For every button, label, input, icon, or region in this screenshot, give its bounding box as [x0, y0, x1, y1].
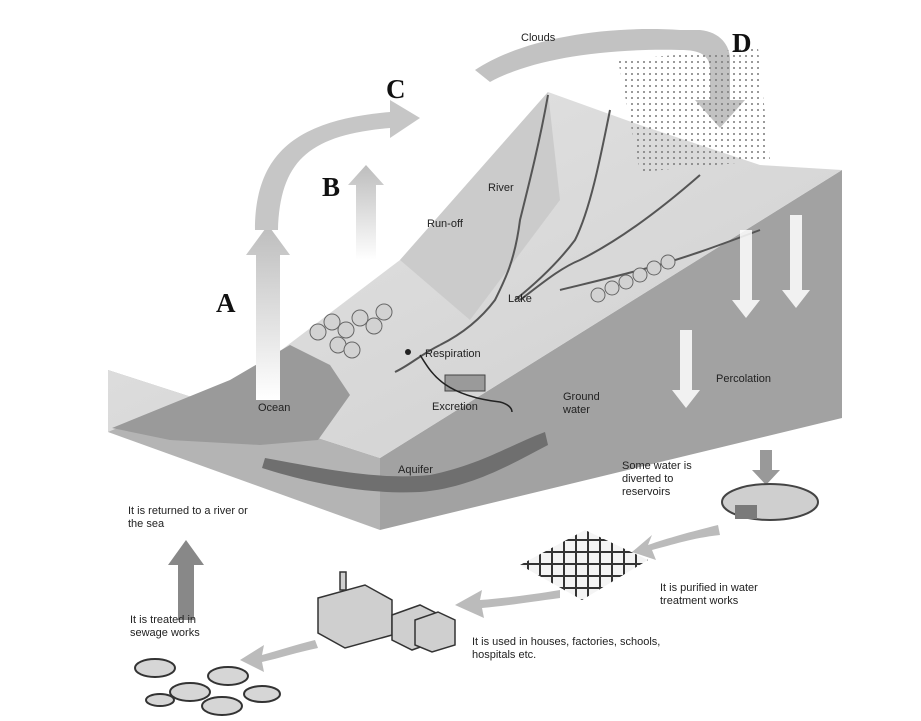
arrow-b [348, 165, 384, 260]
note-used: It is used in houses, factories, schools… [472, 636, 682, 662]
letter-c: C [386, 76, 406, 103]
label-runoff: Run-off [427, 218, 463, 231]
label-ocean: Ocean [258, 402, 290, 415]
arrow-to-treatment [632, 525, 720, 560]
label-ground-water: Ground water [563, 391, 623, 417]
note-purified: It is purified in water treatment works [660, 582, 780, 608]
arrow-return [168, 540, 204, 620]
arrow-to-sewage [240, 640, 318, 672]
letter-d: D [732, 30, 752, 57]
note-returned: It is returned to a river or the sea [128, 505, 258, 531]
label-percolation: Percolation [716, 373, 771, 386]
arrow-to-reservoir [752, 450, 780, 485]
label-river: River [488, 182, 514, 195]
arrow-to-buildings [455, 590, 560, 618]
note-reservoirs: Some water is diverted to reservoirs [622, 460, 718, 499]
label-aquifer: Aquifer [398, 464, 433, 477]
letter-b: B [322, 174, 340, 201]
label-lake: Lake [508, 293, 532, 306]
respiration-dot [405, 349, 411, 355]
note-treated: It is treated in sewage works [130, 614, 230, 640]
label-respiration: Respiration [425, 348, 481, 361]
treatment-works-icon [520, 530, 648, 600]
label-excretion: Excretion [432, 401, 478, 414]
label-clouds: Clouds [521, 32, 555, 45]
letter-a: A [216, 290, 236, 317]
buildings-icon [318, 572, 455, 652]
rain [618, 48, 770, 172]
arrow-c [255, 100, 420, 230]
reservoir-inlet [735, 505, 757, 519]
